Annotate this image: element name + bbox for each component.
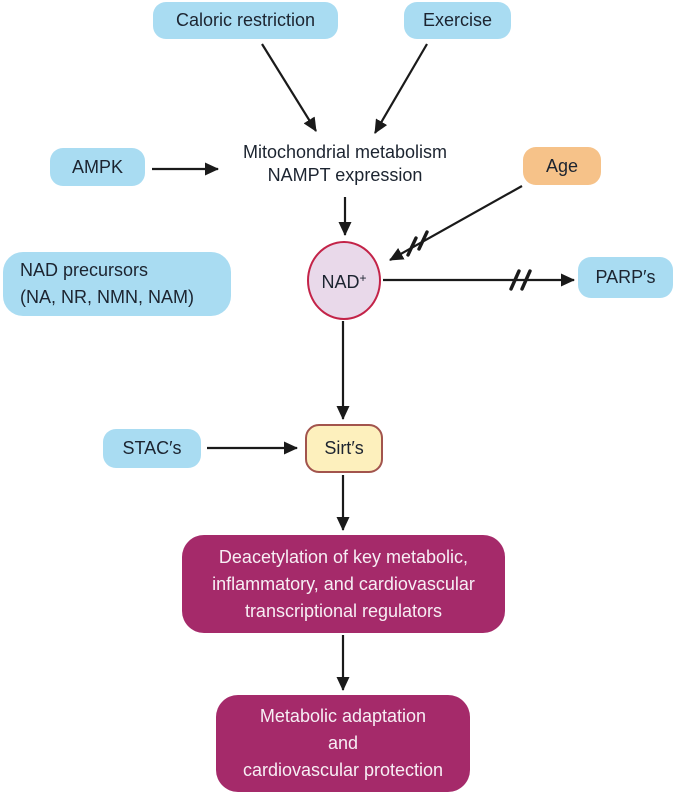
nad-precursors-line2: (NA, NR, NMN, NAM) xyxy=(20,287,194,307)
node-sirts: Sirt′s xyxy=(305,424,383,473)
node-age: Age xyxy=(523,147,601,185)
outcome-line2: and xyxy=(327,733,359,753)
arrow-exercise-to-metabolism xyxy=(374,43,428,134)
node-label: STAC′s xyxy=(122,438,182,458)
nad-superscript: + xyxy=(359,271,367,285)
node-label: Exercise xyxy=(422,10,493,30)
deacetylation-line1: Deacetylation of key metabolic, xyxy=(218,546,469,567)
break-mark xyxy=(509,269,521,291)
node-label: PARP′s xyxy=(595,267,656,287)
node-metabolism: Mitochondrial metabolism NAMPT expressio… xyxy=(215,141,475,187)
node-ampk: AMPK xyxy=(50,148,145,186)
node-label: Age xyxy=(545,155,579,176)
node-label: Caloric restriction xyxy=(175,10,316,30)
arrow-caloric-to-metabolism xyxy=(261,43,317,132)
node-label: AMPK xyxy=(71,156,123,177)
deacetylation-line2: inflammatory, and cardiovascular xyxy=(212,573,475,594)
metabolism-line2: NAMPT expression xyxy=(267,165,423,185)
node-nad-precursors: NAD precursors (NA, NR, NMN, NAM) xyxy=(3,252,231,316)
arrow-age-to-nad xyxy=(389,185,523,261)
deacetylation-line3: transcriptional regulators xyxy=(244,600,443,621)
break-mark xyxy=(406,236,418,257)
nad-precursors-line1: NAD precursors xyxy=(20,260,149,280)
node-nad: NAD+ xyxy=(307,241,381,320)
node-outcome: Metabolic adaptation and cardiovascular … xyxy=(216,695,470,792)
nad-label: NAD+ xyxy=(321,271,367,292)
metabolism-line1: Mitochondrial metabolism xyxy=(242,142,448,162)
outcome-line1: Metabolic adaptation xyxy=(259,706,427,726)
node-deacetylation: Deacetylation of key metabolic, inflamma… xyxy=(182,535,505,633)
node-caloric-restriction: Caloric restriction xyxy=(153,2,338,39)
node-stacs: STAC′s xyxy=(103,429,201,468)
node-exercise: Exercise xyxy=(404,2,511,39)
node-label: Sirt′s xyxy=(324,438,364,458)
break-mark xyxy=(417,230,429,251)
break-mark xyxy=(520,269,532,291)
outcome-line3: cardiovascular protection xyxy=(242,760,444,780)
node-parps: PARP′s xyxy=(578,257,673,298)
